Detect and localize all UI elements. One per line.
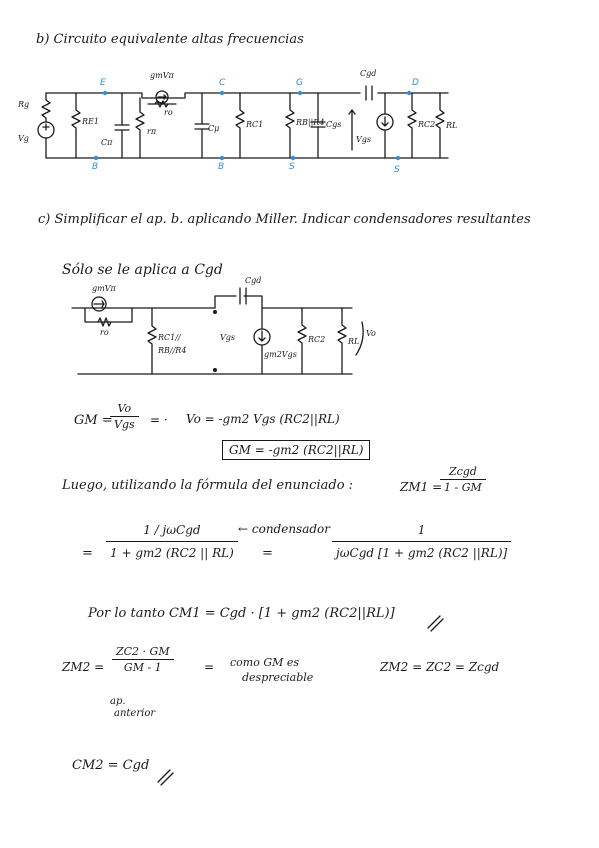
gm-fraction: Vo Vgs <box>110 402 139 431</box>
c-label-cgd: Cgd <box>245 276 262 285</box>
zm2-eq: = <box>204 660 215 674</box>
label-ro: ro <box>164 108 173 117</box>
node-s1: S <box>289 162 295 172</box>
vo-expression: Vo = -gm2 Vgs (RC2||RL) <box>186 412 340 426</box>
label-gmvpi: gmVπ <box>150 71 174 80</box>
gm-num: Vo <box>117 402 132 415</box>
c-label-vo: Vo <box>366 329 376 338</box>
label-vg: Vg <box>18 134 29 143</box>
c-label-gmvpi: gmVπ <box>92 284 116 293</box>
condensador-note: ← condensador <box>238 522 331 536</box>
frac2-num: 1 / jωCgd <box>143 523 201 537</box>
zm1-num: Zcgd <box>448 465 477 478</box>
eq-sign-1: = <box>82 546 93 561</box>
frac3-den: jωCgd [1 + gm2 (RC2 ||RL)] <box>332 541 512 560</box>
label-rg: Rg <box>18 100 30 109</box>
node-b2: B <box>218 162 225 172</box>
cm2-result: CM2 = Cgd <box>72 758 150 773</box>
como-gm-text: como GM es <box>230 656 300 669</box>
ap-anterior-2: anterior <box>114 708 156 719</box>
label-cgs: Cgs <box>326 120 342 129</box>
label-cpi: Cπ <box>101 138 113 147</box>
frac3-num: 1 <box>417 523 426 537</box>
label-cu: Cμ <box>208 124 220 133</box>
ap-anterior-1: ap. <box>110 696 126 707</box>
node-e: E <box>100 78 106 88</box>
c-label-rc1: RC1// <box>158 333 181 342</box>
zm2-fraction: ZC2 · GM GM - 1 <box>112 645 174 674</box>
label-rl: RL <box>446 121 458 130</box>
cm1-result: Por lo tanto CM1 = Cgd · [1 + gm2 (RC2||… <box>88 606 395 621</box>
gm-den: Vgs <box>110 416 139 431</box>
zm1-den: 1 - GM <box>440 479 486 494</box>
c-label-rl: RL <box>348 337 360 346</box>
zm2-den: GM - 1 <box>112 659 174 674</box>
c-label-gm2vgs: gm2Vgs <box>264 350 297 359</box>
node-c: C <box>219 78 226 88</box>
double-slash-2 <box>157 769 174 786</box>
section-c-intro: Sólo se le aplica a Cgd <box>62 262 223 278</box>
frac2: 1 / jωCgd 1 + gm2 (RC2 || RL) <box>106 523 238 560</box>
node-b1: B <box>92 162 99 172</box>
label-rc2: RC2 <box>418 120 436 129</box>
node-s2: S <box>394 165 400 175</box>
zm2-lhs: ZM2 = <box>62 660 105 674</box>
luego-text: Luego, utilizando la fórmula del enuncia… <box>62 478 354 493</box>
c-label-vgs: Vgs <box>220 333 236 342</box>
zm2-num: ZC2 · GM <box>116 645 170 658</box>
eq-sign-2: = <box>262 546 273 561</box>
zm1-lhs: ZM1 = <box>400 480 443 494</box>
label-rc1: RC1 <box>246 120 264 129</box>
label-rpi: rπ <box>147 127 157 136</box>
section-c-title: c) Simplificar el ap. b. aplicando Mille… <box>38 212 531 227</box>
label-re1: RE1 <box>82 117 99 126</box>
section-b-title: b) Circuito equivalente altas frecuencia… <box>36 32 304 47</box>
label-cgd: Cgd <box>360 69 377 78</box>
frac3: 1 jωCgd [1 + gm2 (RC2 ||RL)] <box>332 523 512 560</box>
zm2-result: ZM2 = ZC2 = Zcgd <box>380 660 500 674</box>
zm1-fraction: Zcgd 1 - GM <box>440 465 486 494</box>
node-g: G <box>296 78 303 88</box>
node-d: D <box>412 78 419 88</box>
gm-boxed-result: GM = -gm2 (RC2||RL) <box>222 440 371 460</box>
c-label-rc2: RC2 <box>308 335 326 344</box>
c-label-rb: RB//R4 <box>158 346 187 355</box>
label-rb: RB||R4 <box>296 118 325 127</box>
despreciable-text: despreciable <box>242 671 314 684</box>
frac2-den: 1 + gm2 (RC2 || RL) <box>106 541 238 560</box>
gm-lhs: GM = <box>74 413 113 428</box>
c-label-ro: ro <box>100 328 109 337</box>
gm-arrow: = · <box>150 413 168 427</box>
double-slash-1 <box>427 615 444 632</box>
label-vgs: Vgs <box>356 135 372 144</box>
